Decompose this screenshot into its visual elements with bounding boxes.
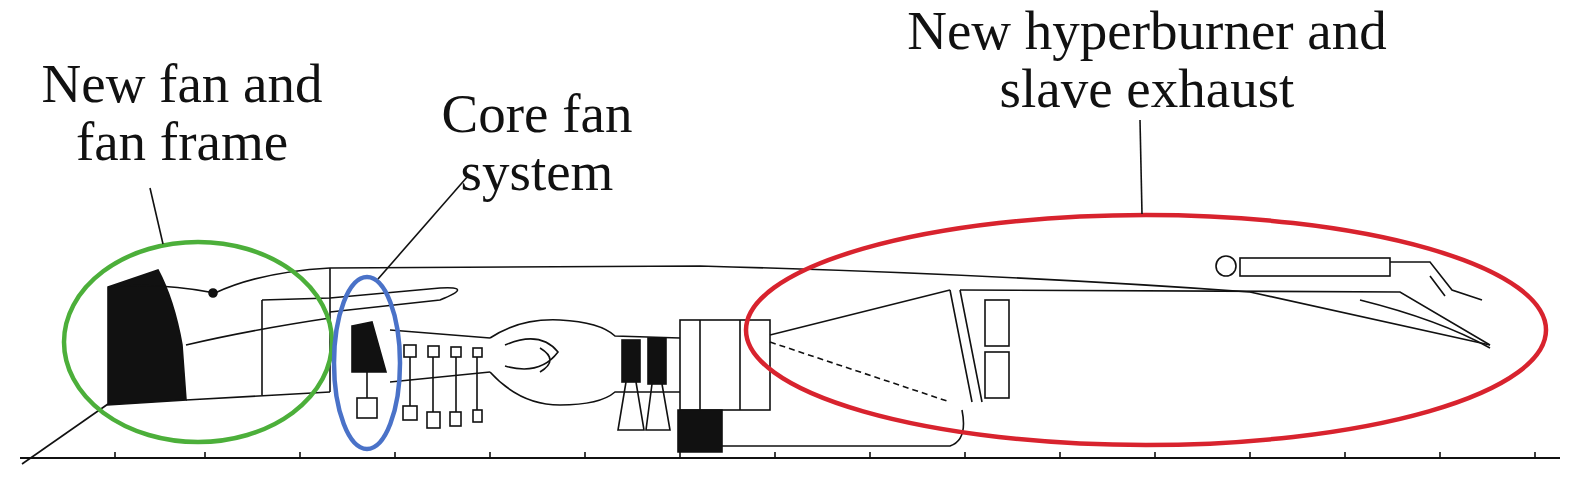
inlet-line bbox=[22, 404, 108, 464]
core-fan-disk bbox=[357, 398, 377, 418]
compressor-stage bbox=[473, 348, 482, 357]
nozzle-flap bbox=[950, 290, 982, 402]
compressor-disk bbox=[473, 410, 482, 422]
turbine-blade bbox=[622, 340, 640, 382]
actuator-linkage bbox=[1390, 262, 1482, 300]
highlight-ellipse bbox=[334, 277, 400, 449]
nozzle-box bbox=[985, 352, 1009, 398]
compressor-disk bbox=[450, 412, 461, 426]
spinner bbox=[186, 318, 330, 345]
combustor bbox=[505, 339, 558, 372]
part-label: New fan and fan frame bbox=[32, 55, 332, 171]
compressor-disk bbox=[427, 412, 440, 428]
leader-line bbox=[378, 176, 468, 279]
turbine-blade bbox=[648, 338, 666, 384]
fan-blade bbox=[108, 270, 186, 405]
part-label: New hyperburner and slave exhaust bbox=[897, 2, 1397, 118]
gearbox bbox=[678, 410, 722, 452]
fan-frame bbox=[262, 268, 330, 395]
compressor-shafts bbox=[410, 357, 477, 412]
hyperburner-liner bbox=[770, 290, 950, 335]
compressor-disk bbox=[403, 406, 417, 420]
nozzle-box bbox=[985, 300, 1009, 346]
hyperburner-liner bbox=[770, 342, 950, 402]
slave-exhaust-flap bbox=[1360, 300, 1490, 348]
compressor-stage bbox=[451, 347, 461, 357]
turbine-frame bbox=[680, 320, 770, 410]
actuator-pivot bbox=[1216, 256, 1236, 276]
leader-line bbox=[1140, 120, 1142, 214]
core-fan-shaft bbox=[366, 372, 368, 398]
core-fan-blade bbox=[352, 322, 386, 372]
outer-casing bbox=[215, 266, 1490, 345]
axis-ticks bbox=[115, 452, 1535, 458]
leader-line bbox=[150, 188, 163, 244]
highlight-ellipse bbox=[746, 215, 1546, 445]
actuator bbox=[1240, 258, 1390, 276]
inlet-lip bbox=[108, 285, 215, 293]
part-label: Core fan system bbox=[422, 85, 652, 201]
highlight-ellipse bbox=[64, 242, 332, 442]
compressor-stage bbox=[404, 345, 416, 357]
turbine-disks bbox=[618, 382, 670, 430]
splitter bbox=[262, 288, 458, 312]
compressor-stage bbox=[428, 346, 439, 357]
compressor-casing bbox=[390, 330, 490, 382]
slave-exhaust bbox=[960, 290, 1490, 345]
axis-line bbox=[20, 457, 1560, 459]
frame-struts bbox=[700, 320, 740, 410]
